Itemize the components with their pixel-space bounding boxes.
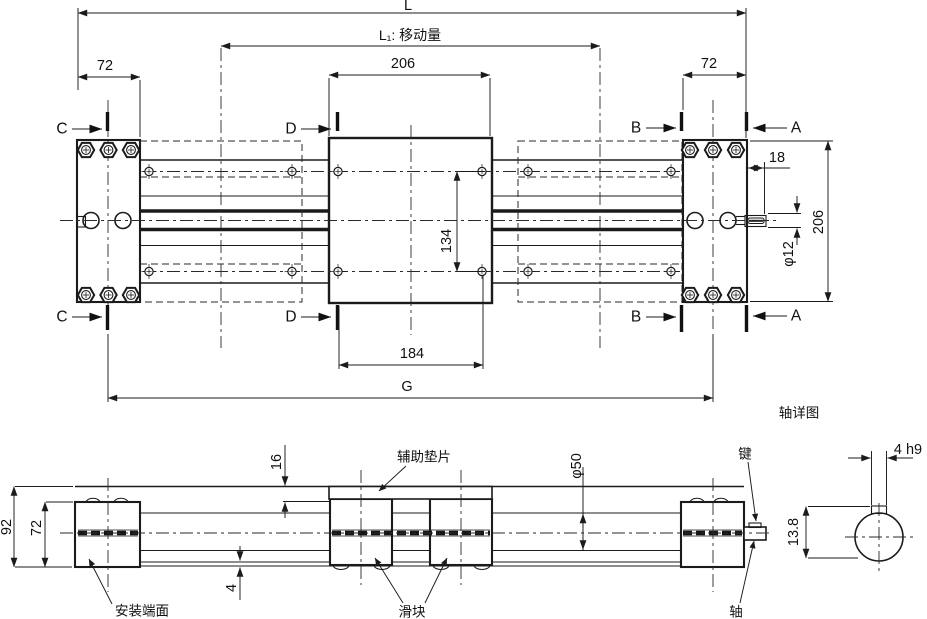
dim-hole-pitch-horizontal: 184 bbox=[400, 346, 424, 362]
hex-bolt-icon bbox=[703, 286, 723, 304]
dim-shaft-diameter: φ12 bbox=[781, 241, 797, 267]
front-view-dimensions: 92 72 16 4 φ50 bbox=[0, 445, 587, 600]
label-mounting-face: 安装端面 bbox=[115, 604, 169, 619]
dim-key-flat-height: 13.8 bbox=[786, 518, 802, 546]
dim-overall-length: L bbox=[404, 0, 412, 14]
section-label-c-top: C bbox=[56, 121, 67, 138]
shaft-detail-title: 轴详图 bbox=[779, 406, 820, 421]
shaft-stub-front bbox=[743, 522, 767, 541]
label-key: 键 bbox=[738, 447, 752, 462]
end-plate-left bbox=[75, 138, 142, 304]
bolt-head-bump bbox=[85, 497, 101, 503]
bolt-head-bump bbox=[689, 497, 705, 503]
hex-bolt-icon bbox=[680, 286, 700, 304]
section-label-c-bottom: C bbox=[56, 309, 67, 326]
section-label-a-bottom: A bbox=[791, 308, 802, 325]
front-centerlines bbox=[60, 470, 772, 592]
label-aux-shim: 辅助垫片 bbox=[397, 450, 451, 465]
hex-bolt-icon bbox=[726, 286, 746, 304]
dim-rail-offset: 4 bbox=[224, 584, 240, 592]
hex-bolt-icon bbox=[76, 141, 96, 159]
bolt-head-bump bbox=[113, 497, 129, 503]
dim-hole-pitch-vertical: 134 bbox=[439, 229, 455, 253]
section-label-d-bottom: D bbox=[285, 309, 296, 326]
hex-bolt-icon bbox=[99, 286, 118, 304]
hex-bolt-icon bbox=[726, 141, 746, 159]
label-shaft: 轴 bbox=[729, 605, 743, 619]
hex-bolt-icon bbox=[121, 286, 141, 304]
dim-mounting-span: G bbox=[401, 379, 412, 395]
centerlines bbox=[60, 48, 780, 348]
hex-bolt-icon bbox=[76, 286, 96, 304]
dim-body-diameter: φ50 bbox=[569, 453, 585, 479]
screw-shaft-left-end bbox=[76, 215, 87, 228]
dim-body-width: 206 bbox=[811, 210, 827, 234]
dim-shaft-extension: 18 bbox=[769, 150, 785, 166]
hex-bolt-icon bbox=[121, 141, 141, 159]
keyway bbox=[870, 505, 888, 515]
dim-key-width: 4 h9 bbox=[894, 442, 922, 458]
dim-shim-offset: 16 bbox=[269, 454, 285, 470]
section-label-b-top: B bbox=[631, 120, 641, 137]
slider-foot bbox=[473, 564, 491, 571]
section-label-a-top: A bbox=[791, 120, 802, 137]
dim-overall-height: 92 bbox=[0, 519, 15, 535]
slider-foot bbox=[332, 564, 350, 571]
bearing-bore bbox=[82, 211, 100, 230]
front-view-labels: 安装端面 滑块 辅助垫片 键 轴 bbox=[88, 447, 759, 619]
hex-bolt-icon bbox=[99, 141, 118, 159]
top-view: C C D D B B A A L bbox=[56, 0, 833, 402]
dim-travel: L₁: 移动量 bbox=[379, 27, 441, 43]
shaft-detail-view: 轴详图 4 h9 13.8 bbox=[779, 406, 922, 572]
hex-bolt-icon bbox=[703, 141, 723, 159]
hex-bolt-icon bbox=[680, 141, 700, 159]
section-label-b-bottom: B bbox=[631, 309, 641, 326]
section-label-d-top: D bbox=[285, 121, 296, 138]
section-markers: C C D D B B A A bbox=[56, 112, 802, 332]
front-view: 92 72 16 4 φ50 安装端面 滑块 bbox=[0, 445, 772, 619]
dim-end-block-right: 72 bbox=[701, 56, 717, 72]
auxiliary-shim-plate bbox=[328, 485, 493, 500]
dim-end-block-left: 72 bbox=[97, 58, 113, 74]
bolt-head-bump bbox=[713, 497, 729, 503]
key bbox=[748, 522, 762, 529]
end-plate-right bbox=[681, 138, 767, 304]
dim-end-block-height: 72 bbox=[29, 520, 45, 536]
top-view-dimensions: L L₁: 移动量 72 206 72 18 bbox=[77, 0, 833, 402]
dim-table-length: 206 bbox=[391, 56, 415, 72]
label-slider: 滑块 bbox=[399, 605, 426, 619]
